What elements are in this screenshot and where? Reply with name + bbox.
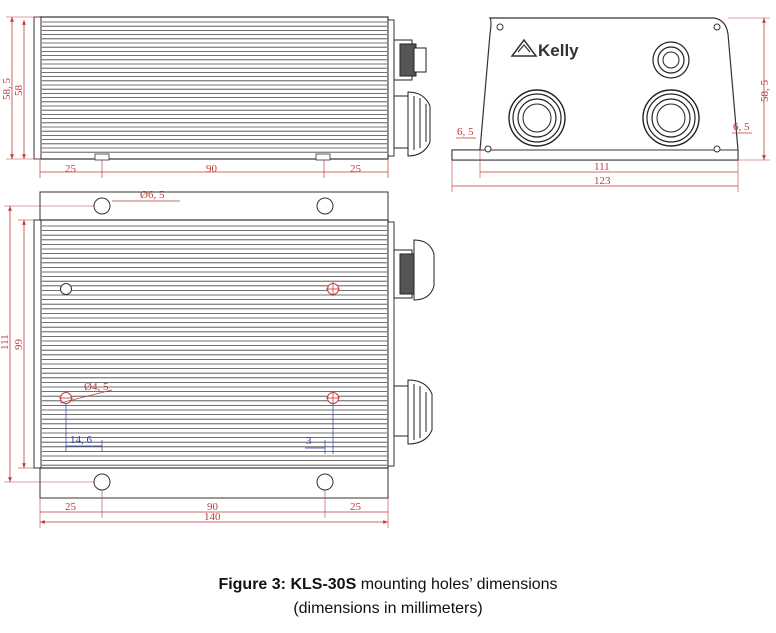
logo-brand: Kelly — [538, 41, 579, 60]
top-gland-large — [393, 379, 433, 445]
end-view: Kelly 58, 5 6, — [451, 17, 771, 192]
mount-hole — [93, 197, 111, 215]
top-view-body — [39, 219, 389, 469]
side-view-body — [39, 16, 389, 160]
top-view-fins — [42, 225, 387, 466]
side-gland-large — [393, 91, 431, 157]
side-dim-height-outer: 58, 5 — [1, 78, 13, 101]
top-view: Ø6, 5 Ø4, 5 14, 6 3 25 90 25 140 111 99 — [0, 189, 435, 528]
side-dim-left: 25 — [65, 163, 77, 175]
top-dim-total: 140 — [204, 511, 221, 523]
mount-hole — [93, 473, 111, 491]
end-dim-outer-width: 123 — [594, 175, 611, 187]
top-dim-height-inner: 99 — [13, 339, 25, 351]
side-dim-right: 25 — [350, 163, 362, 175]
offset-x: 14, 6 — [70, 434, 93, 446]
hole-small-dia: Ø4, 5 — [84, 381, 109, 393]
side-dim-middle: 90 — [206, 163, 218, 175]
side-view-fins — [42, 21, 387, 153]
end-dim-inner-width: 111 — [594, 161, 610, 173]
end-gland-large-right — [642, 89, 700, 147]
side-view: 25 90 25 58, 5 58 — [1, 16, 431, 178]
offset-small: 3 — [306, 435, 312, 447]
top-dim-right: 25 — [350, 501, 362, 513]
side-gland-small — [393, 39, 427, 81]
small-hole — [60, 283, 72, 295]
side-dim-height-inner: 58 — [13, 85, 25, 97]
end-gland-small — [652, 41, 690, 79]
mount-hole — [316, 473, 334, 491]
end-gland-large-left — [508, 89, 566, 147]
end-dim-flange-right: 6, 5 — [733, 121, 750, 133]
figure-caption-sub: (dimensions in millimeters) — [293, 600, 483, 617]
figure-caption: Figure 3: KLS-30S mounting holes’ dimens… — [0, 576, 776, 594]
end-dim-height: 58, 5 — [759, 80, 771, 103]
top-dim-middle: 90 — [207, 501, 219, 513]
kelly-logo: Kelly — [510, 38, 579, 60]
top-dim-height-outer: 111 — [0, 334, 11, 350]
caption-model: KLS-30S — [290, 576, 357, 593]
caption-rest: mounting holes’ dimensions — [360, 576, 558, 593]
end-view-housing — [451, 17, 739, 161]
top-dim-left: 25 — [65, 501, 77, 513]
caption-prefix: Figure 3: — [218, 576, 286, 593]
end-dim-flange-left: 6, 5 — [457, 126, 474, 138]
top-gland-small — [393, 239, 435, 301]
hole-large-dia: Ø6, 5 — [140, 189, 165, 201]
mount-hole — [316, 197, 334, 215]
